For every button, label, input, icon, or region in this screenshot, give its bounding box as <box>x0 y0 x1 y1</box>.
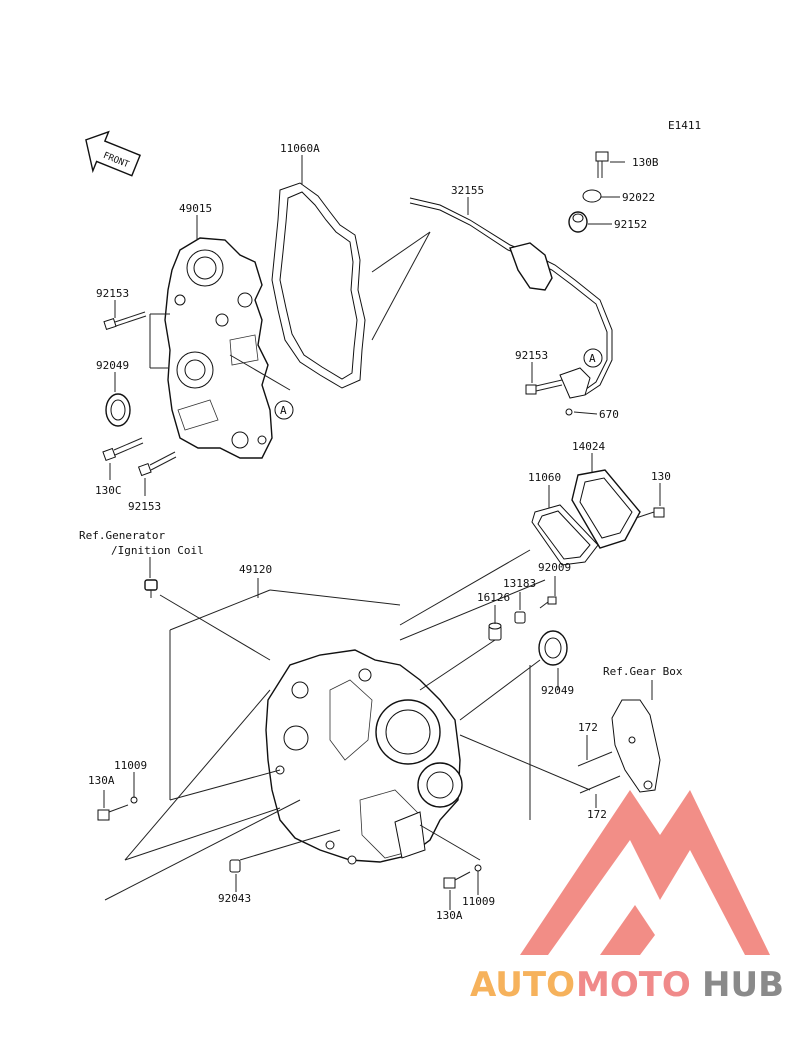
label-leaders <box>103 155 661 910</box>
front-arrow-icon: FRONT <box>85 130 141 177</box>
svg-text:A: A <box>589 352 596 365</box>
bolt-130A-a-icon <box>97 804 129 821</box>
gasket-11060A-inner <box>279 191 358 380</box>
label-11060: 11060 <box>528 471 561 484</box>
diagram-id: E1411 <box>668 119 701 132</box>
leader-line <box>459 734 591 791</box>
leader-line <box>159 594 271 661</box>
watermark-part2: MOTO <box>576 965 691 1005</box>
dowel-16126-icon <box>488 622 502 641</box>
leader-line <box>419 639 496 691</box>
label-92043: 92043 <box>218 892 251 905</box>
watermark-part3: HUB <box>702 965 784 1005</box>
label-13183: 13183 <box>503 577 536 590</box>
label-172-b: 172 <box>587 808 607 821</box>
label-49120: 49120 <box>239 563 272 576</box>
stud-172-b-icon <box>579 775 621 794</box>
oil-seal-92049-a-icon <box>105 393 131 427</box>
plug-ref-generator-icon <box>144 579 158 598</box>
label-130C: 130C <box>95 484 122 497</box>
label-11009-a: 11009 <box>114 759 147 772</box>
label-92009: 92009 <box>538 561 571 574</box>
label-130A-a: 130A <box>88 774 115 787</box>
label-670: 670 <box>599 408 619 421</box>
bolt-92153-b-icon <box>137 451 177 477</box>
leader-line <box>269 589 401 606</box>
label-32155: 32155 <box>451 184 484 197</box>
bracket-bolt-92153-c-icon <box>525 367 591 399</box>
leader-line <box>169 589 271 631</box>
ref-generator-line2: /Ignition Coil <box>111 544 204 557</box>
dowel-92043-icon <box>229 859 241 873</box>
label-92022: 92022 <box>622 191 655 204</box>
watermark-text: AUTO MOTO HUB <box>470 965 784 1005</box>
leader-line <box>169 769 281 801</box>
oil-seal-92049-b-icon <box>538 630 568 666</box>
bolt-130-icon <box>635 507 665 519</box>
label-130A-b: 130A <box>436 909 463 922</box>
cap-92152-icon <box>568 211 588 233</box>
bolt-130C-icon <box>102 437 144 462</box>
stud-172-a-icon <box>577 751 613 767</box>
label-130B: 130B <box>632 156 659 169</box>
label-16126: 16126 <box>477 591 510 604</box>
dowel-13183-icon <box>514 611 526 624</box>
leader-line <box>229 354 291 391</box>
leader-line <box>399 579 546 641</box>
screw-92009-icon <box>539 596 557 609</box>
svg-text:A: A <box>280 404 287 417</box>
label-92153-a: 92153 <box>96 287 129 300</box>
label-14024: 14024 <box>572 440 605 453</box>
leader-line <box>124 807 281 861</box>
label-92049-b: 92049 <box>541 684 574 697</box>
callout-a-left: A <box>274 400 294 420</box>
ref-generator-line1: Ref.Generator <box>79 529 165 542</box>
leader-line <box>124 689 271 861</box>
ref-gearbox: Ref.Gear Box <box>603 665 683 678</box>
plate-14024-inner <box>579 477 633 539</box>
label-92152: 92152 <box>614 218 647 231</box>
label-92153-b: 92153 <box>128 500 161 513</box>
label-11060A: 11060A <box>280 142 320 155</box>
callout-a-right: A <box>583 348 603 368</box>
washer-11009-b-icon <box>474 864 482 872</box>
watermark-part1: AUTO <box>470 965 575 1005</box>
leader-line <box>399 549 531 626</box>
oring-670-icon <box>565 408 573 416</box>
label-172-a: 172 <box>578 721 598 734</box>
leader-line <box>104 799 301 901</box>
label-11009-b: 11009 <box>462 895 495 908</box>
bolt-130B-icon <box>595 151 609 178</box>
leader-line <box>419 824 481 861</box>
washer-92022-icon <box>582 189 602 203</box>
gasket-11060-inner <box>537 510 591 560</box>
leader-line <box>371 231 431 341</box>
bolt-130A-b-icon <box>443 871 471 889</box>
watermark-logo-icon <box>520 790 770 955</box>
gearbox-bracket-icon <box>611 699 661 793</box>
crankcase-49120 <box>265 649 463 865</box>
label-92153-c: 92153 <box>515 349 548 362</box>
label-92049-a: 92049 <box>96 359 129 372</box>
dipstick-handle <box>509 242 553 291</box>
leader-line <box>239 829 341 861</box>
label-49015: 49015 <box>179 202 212 215</box>
bolt-92153-a-icon <box>103 311 147 330</box>
front-cover-49015 <box>164 237 273 459</box>
dipstick-tube-32155-b <box>409 202 608 393</box>
leader-line <box>371 231 431 273</box>
leader-line <box>459 659 541 721</box>
label-130: 130 <box>651 470 671 483</box>
